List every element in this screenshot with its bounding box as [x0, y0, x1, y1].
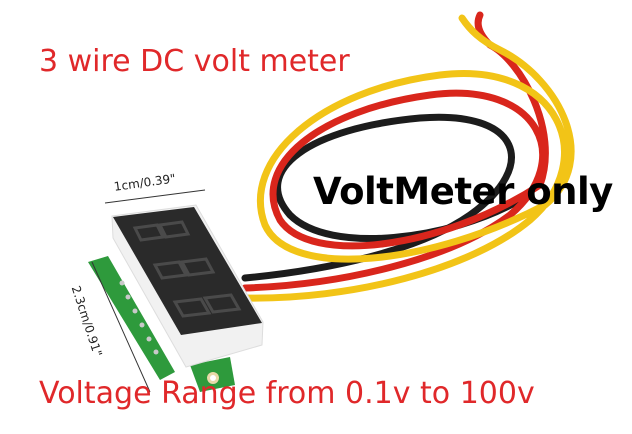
- width-dimension-line: [104, 189, 206, 204]
- pcb-board: [88, 256, 175, 380]
- subtitle-caption: VoltMeter only: [313, 170, 613, 213]
- wire-black: [241, 113, 524, 282]
- wire-yellow: [241, 14, 575, 302]
- range-caption: Voltage Range from 0.1v to 100v: [39, 376, 535, 411]
- seven-segment-digits: [132, 220, 242, 318]
- title-caption: 3 wire DC volt meter: [39, 44, 350, 79]
- wires: [241, 11, 575, 302]
- pcb-pins: [119, 280, 159, 355]
- height-dimension-line: [91, 261, 151, 393]
